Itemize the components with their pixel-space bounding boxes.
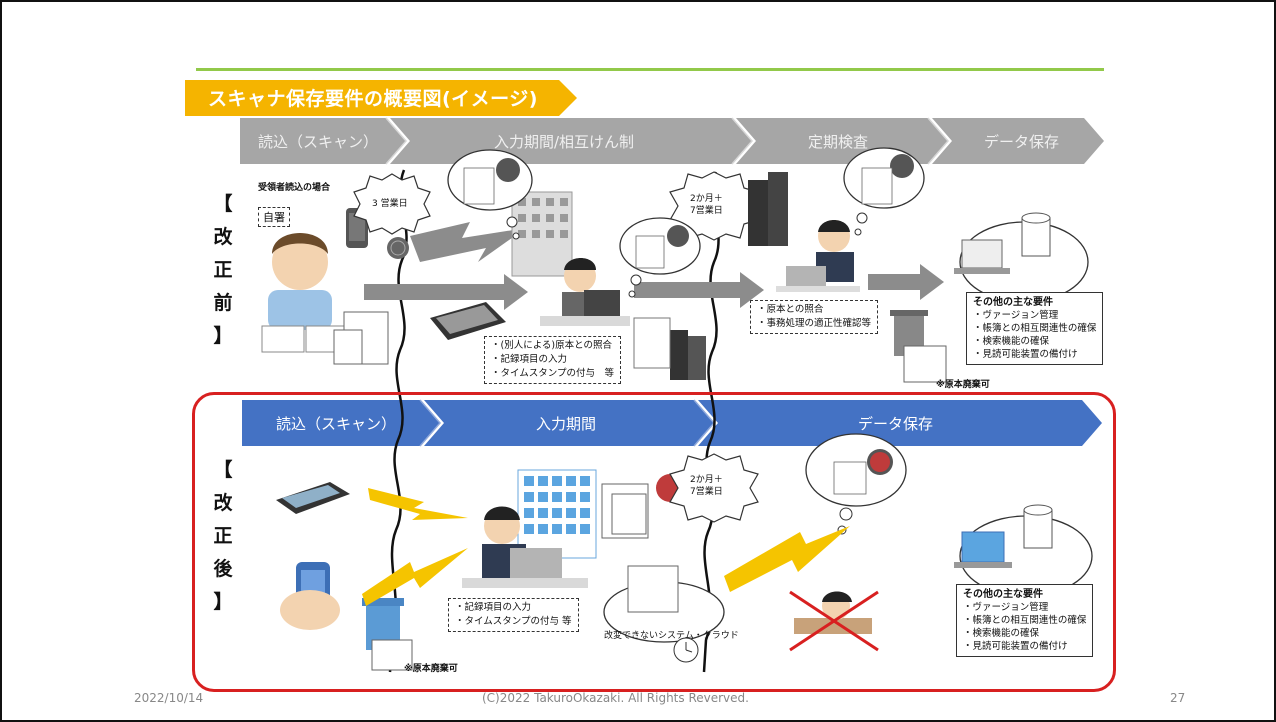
requirement-item: ・検索機能の確保 bbox=[973, 336, 1050, 347]
requirement-item: ・帳簿との相互関連性の確保 bbox=[963, 615, 1087, 626]
requirement-item: ・ヴァージョン管理 bbox=[973, 310, 1059, 321]
receiver-note: 受領者読込の場合 bbox=[258, 183, 331, 193]
page-number: 27 bbox=[1170, 691, 1186, 705]
after-stage-storage: データ保存 bbox=[858, 415, 934, 433]
before-input-notes: ・(別人による)原本との照合 ・記録項目の入力 ・タイムスタンプの付与 等 bbox=[484, 336, 622, 384]
before-requirements-box: その他の主な要件 ・ヴァージョン管理 ・帳簿との相互関連性の確保 ・検索機能の確… bbox=[966, 292, 1104, 365]
after-stage-input: 入力期間 bbox=[536, 415, 597, 433]
after-input-notes: ・記録項目の入力 ・タイムスタンプの付与 等 bbox=[448, 598, 579, 632]
before-deadline-2m: 2か月＋ 7営業日 bbox=[690, 194, 723, 216]
after-requirements-box: その他の主な要件 ・ヴァージョン管理 ・帳簿との相互関連性の確保 ・検索機能の確… bbox=[956, 584, 1094, 657]
after-stage-bar bbox=[242, 400, 1102, 446]
self-sign-label: 自署 bbox=[258, 207, 290, 227]
before-stage-storage: データ保存 bbox=[984, 133, 1060, 151]
before-stage-input: 入力期間/相互けん制 bbox=[494, 133, 635, 151]
cloud-system-note: 改変できないシステム・クラウド bbox=[604, 631, 739, 641]
deadline-3-days: 3 営業日 bbox=[372, 199, 408, 209]
title-banner bbox=[185, 80, 577, 116]
before-side-label: 【 改 正 前 】 bbox=[213, 193, 233, 347]
after-discard-note: ※原本廃棄可 bbox=[404, 664, 458, 674]
requirement-item: ・見読可能装置の備付け bbox=[963, 641, 1068, 652]
after-stage-scan: 読込（スキャン） bbox=[276, 415, 397, 433]
before-stage-inspection: 定期検査 bbox=[808, 133, 869, 151]
footer-copyright: (C)2022 TakuroOkazaki. All Rights Reverv… bbox=[482, 691, 749, 705]
after-deadline-2m: 2か月＋ 7営業日 bbox=[690, 475, 723, 497]
title-rule bbox=[196, 68, 1104, 71]
requirement-item: ・ヴァージョン管理 bbox=[963, 602, 1049, 613]
before-discard-note: ※原本廃棄可 bbox=[936, 380, 990, 390]
before-stage-scan: 読込（スキャン） bbox=[258, 133, 379, 151]
footer-date: 2022/10/14 bbox=[134, 691, 204, 705]
requirement-item: ・見読可能装置の備付け bbox=[973, 349, 1078, 360]
slide-title: スキャナ保存要件の概要図(イメージ) bbox=[208, 88, 538, 110]
after-side-label: 【 改 正 後 】 bbox=[213, 459, 233, 613]
requirement-item: ・検索機能の確保 bbox=[963, 628, 1040, 639]
after-section-frame bbox=[192, 392, 1116, 692]
inspection-notes: ・原本との照合 ・事務処理の適正性確認等 bbox=[750, 300, 879, 334]
requirement-item: ・帳簿との相互関連性の確保 bbox=[973, 323, 1097, 334]
